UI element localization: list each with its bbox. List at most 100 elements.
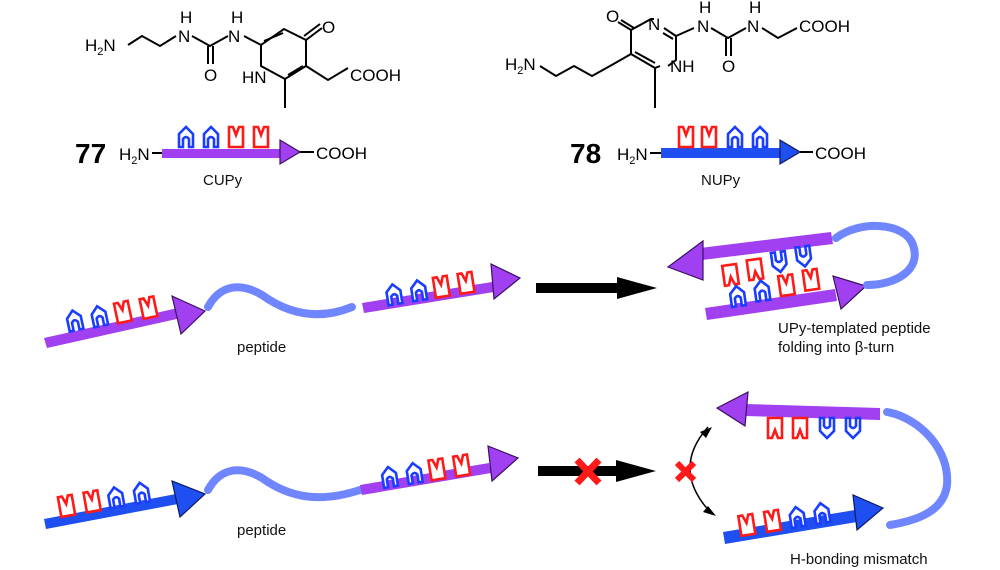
c77-ring-nh-label: HN bbox=[242, 68, 267, 87]
strand-arrowhead bbox=[490, 263, 522, 301]
strand-arrowhead-right bbox=[852, 494, 885, 532]
peptide-turn-linker bbox=[832, 222, 919, 289]
c77-ring-o-label: O bbox=[322, 18, 335, 37]
acceptor-motif bbox=[451, 453, 472, 478]
acceptor-motif bbox=[252, 125, 270, 149]
donor-motif bbox=[202, 125, 220, 149]
acceptor-motif bbox=[427, 457, 447, 482]
peptide-linker bbox=[204, 466, 364, 502]
acceptor-motif bbox=[776, 273, 797, 298]
c77-h1-label: H bbox=[180, 8, 192, 27]
beta-turn-label-line2: folding into β-turn bbox=[778, 339, 894, 356]
blocked-reaction-arrow bbox=[538, 457, 656, 486]
strand-arrowhead-left bbox=[666, 239, 704, 281]
peptide-linker bbox=[204, 283, 356, 319]
compound-77-structure: H2N N H O N H O HN COOH bbox=[85, 8, 401, 108]
bottom-scheme-product-mismatch: H-bonding mismatch bbox=[715, 390, 952, 568]
donor-motif bbox=[105, 484, 126, 510]
acceptor-motif bbox=[766, 416, 784, 440]
donor-motif bbox=[752, 278, 772, 303]
c77-nh2-label: N bbox=[228, 27, 240, 46]
cupy-strand-upper bbox=[700, 232, 833, 260]
strand-arrowhead bbox=[171, 294, 207, 336]
curve-arrowhead-down bbox=[703, 506, 716, 516]
acceptor-motif bbox=[112, 299, 134, 325]
c78-carbonyl-o-label: O bbox=[722, 57, 735, 76]
c78-acid-label: COOH bbox=[799, 17, 850, 36]
peptide-label: peptide bbox=[237, 522, 286, 539]
acceptor-motif bbox=[138, 295, 159, 321]
acceptor-motif bbox=[82, 489, 103, 514]
c78-n-terminus: H2N bbox=[617, 145, 648, 167]
acceptor-motif bbox=[737, 512, 757, 538]
c78-h1-label: H bbox=[699, 0, 711, 17]
strand-arrowhead bbox=[171, 480, 207, 519]
nupy-strand-lower bbox=[723, 510, 857, 544]
acceptor-motif bbox=[431, 274, 452, 300]
red-x-mark bbox=[574, 457, 602, 486]
beta-turn-label-line1: UPy-templated peptide bbox=[778, 320, 931, 337]
mismatch-label: H-bonding mismatch bbox=[790, 551, 928, 568]
donor-motif bbox=[794, 244, 814, 269]
acceptor-motif bbox=[801, 267, 821, 292]
acceptor-motif bbox=[456, 270, 476, 296]
cupy-strand-left bbox=[44, 308, 181, 348]
c77-acid-label: COOH bbox=[350, 66, 401, 85]
compound-77-cartoon: 77 H2N COOH CUPy bbox=[75, 125, 367, 189]
blocked-folding-curve bbox=[674, 426, 716, 516]
donor-motif bbox=[726, 125, 744, 149]
c78-ring-n-label: N bbox=[648, 15, 660, 34]
c77-carbonyl-o-label: O bbox=[204, 66, 217, 85]
top-scheme-product-beta-turn: UPy-templated peptide folding into β-tur… bbox=[666, 222, 931, 356]
acceptor-motif bbox=[762, 508, 783, 534]
cupy-strand-right bbox=[360, 463, 491, 495]
c78-h2-label: H bbox=[749, 0, 761, 17]
donor-motif bbox=[64, 307, 85, 333]
c78-c-terminus: COOH bbox=[815, 144, 866, 163]
c77-c-terminus: COOH bbox=[316, 144, 367, 163]
nupy-strand bbox=[661, 148, 783, 158]
acceptor-motif bbox=[745, 257, 765, 282]
cupy-label: CUPy bbox=[203, 172, 243, 189]
bottom-scheme-precursor: peptide bbox=[44, 445, 520, 539]
compound-77-number: 77 bbox=[75, 138, 106, 169]
nupy-strand-left bbox=[44, 494, 178, 529]
acceptor-motif bbox=[56, 493, 77, 519]
c78-ring-nh-label: NH bbox=[670, 57, 695, 76]
cupy-strand-lower bbox=[705, 289, 837, 320]
strand-arrowhead bbox=[779, 138, 802, 166]
acceptor-motif bbox=[677, 125, 695, 149]
strand-arrowhead-right bbox=[832, 275, 868, 311]
peptide-label: peptide bbox=[237, 339, 286, 356]
c77-n-terminus: H2N bbox=[119, 145, 150, 167]
top-scheme-precursor: peptide bbox=[44, 263, 522, 356]
strand-arrowhead bbox=[279, 138, 302, 166]
c78-nh2-label: N bbox=[747, 17, 759, 36]
curve-arrowhead-up bbox=[700, 427, 712, 438]
donor-motif bbox=[751, 125, 769, 149]
c78-nh1-label: N bbox=[697, 17, 709, 36]
donor-motif bbox=[769, 249, 789, 275]
peptide-turn-linker bbox=[883, 408, 952, 529]
compound-78-cartoon: 78 H2N COOH NUPy bbox=[570, 125, 866, 189]
c77-amine-label: H2N bbox=[85, 36, 116, 58]
red-x-mark bbox=[674, 460, 697, 483]
strand-arrowhead bbox=[487, 445, 520, 483]
acceptor-motif bbox=[227, 125, 245, 149]
forward-reaction-arrow bbox=[536, 277, 657, 299]
nupy-label: NUPy bbox=[701, 172, 741, 189]
c78-amine-label: H2N bbox=[505, 55, 536, 77]
compound-78-structure: H2N O N NH N H O N H COOH bbox=[505, 0, 850, 108]
donor-motif bbox=[88, 303, 110, 329]
acceptor-motif bbox=[791, 416, 809, 440]
compound-78-number: 78 bbox=[570, 138, 601, 169]
c77-nh1-label: N bbox=[178, 27, 190, 46]
cupy-strand-upper bbox=[745, 404, 880, 420]
c78-ring-o-label: O bbox=[606, 7, 619, 26]
c77-h2-label: H bbox=[231, 8, 243, 27]
strand-arrowhead-left bbox=[715, 390, 749, 428]
donor-motif bbox=[818, 416, 836, 440]
cupy-strand bbox=[162, 149, 282, 158]
acceptor-motif bbox=[700, 125, 718, 149]
